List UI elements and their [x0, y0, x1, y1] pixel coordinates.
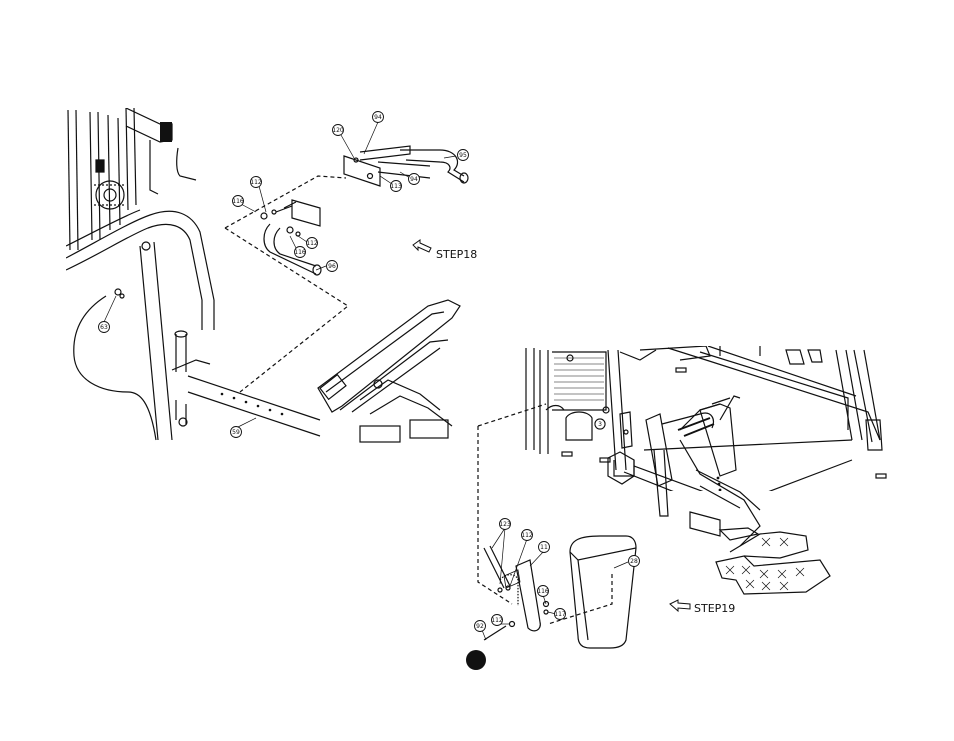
- callout-112: 112: [250, 177, 262, 188]
- callout-116: 116: [232, 196, 244, 207]
- callout-95: 95: [458, 150, 469, 161]
- callout-117: 117: [554, 609, 566, 620]
- callout-123: 123: [499, 519, 511, 530]
- step19-label-group: STEP19: [670, 600, 735, 615]
- outline-arrow-icon: [413, 240, 431, 252]
- callout-3: 3: [595, 419, 605, 429]
- svg-text:94: 94: [374, 114, 382, 121]
- callout-112-lower-s19: 112: [491, 615, 503, 626]
- callout-116-lower: 116: [294, 247, 306, 258]
- step18-label-group: STEP18: [413, 240, 477, 261]
- callout-59: 59: [231, 427, 242, 438]
- black-dot-icon: [466, 650, 486, 670]
- svg-text:63: 63: [100, 324, 108, 331]
- callout-120: 120: [332, 125, 344, 136]
- svg-text:116: 116: [537, 588, 549, 595]
- outline-arrow-icon: [670, 600, 690, 611]
- svg-text:113: 113: [390, 183, 402, 190]
- callout-11: 11: [539, 542, 550, 553]
- callout-94: 94: [373, 112, 384, 123]
- svg-text:96: 96: [328, 263, 336, 270]
- callout-94-lower: 94: [409, 174, 420, 185]
- callout-113: 113: [390, 181, 402, 192]
- svg-text:112: 112: [306, 240, 318, 247]
- callout-63: 63: [99, 322, 110, 333]
- svg-text:94: 94: [410, 176, 418, 183]
- svg-text:116: 116: [232, 198, 244, 205]
- svg-text:11: 11: [540, 544, 548, 551]
- step19-leader-lines: [482, 528, 628, 640]
- svg-text:123: 123: [499, 521, 511, 528]
- svg-text:95: 95: [459, 152, 467, 159]
- callout-96: 96: [327, 261, 338, 272]
- callout-92: 92: [475, 621, 486, 632]
- svg-text:3: 3: [598, 421, 602, 428]
- svg-text:116: 116: [294, 249, 306, 256]
- svg-text:112: 112: [250, 179, 262, 186]
- svg-text:112: 112: [521, 532, 533, 539]
- callout-112-lower: 112: [306, 238, 318, 249]
- svg-text:92: 92: [476, 623, 484, 630]
- svg-text:120: 120: [332, 127, 344, 134]
- svg-text:28: 28: [630, 558, 638, 565]
- step19-frame-drawing: [526, 346, 882, 510]
- step19-label: STEP19: [694, 602, 735, 615]
- svg-text:59: 59: [232, 429, 240, 436]
- step18-label: STEP18: [436, 248, 477, 261]
- callout-112-s19: 112: [521, 530, 533, 541]
- svg-text:117: 117: [554, 611, 566, 618]
- callout-28: 28: [629, 556, 640, 567]
- svg-text:112: 112: [491, 617, 503, 624]
- step18-frame-drawing: [66, 108, 460, 442]
- callout-116-s19: 116: [537, 586, 549, 597]
